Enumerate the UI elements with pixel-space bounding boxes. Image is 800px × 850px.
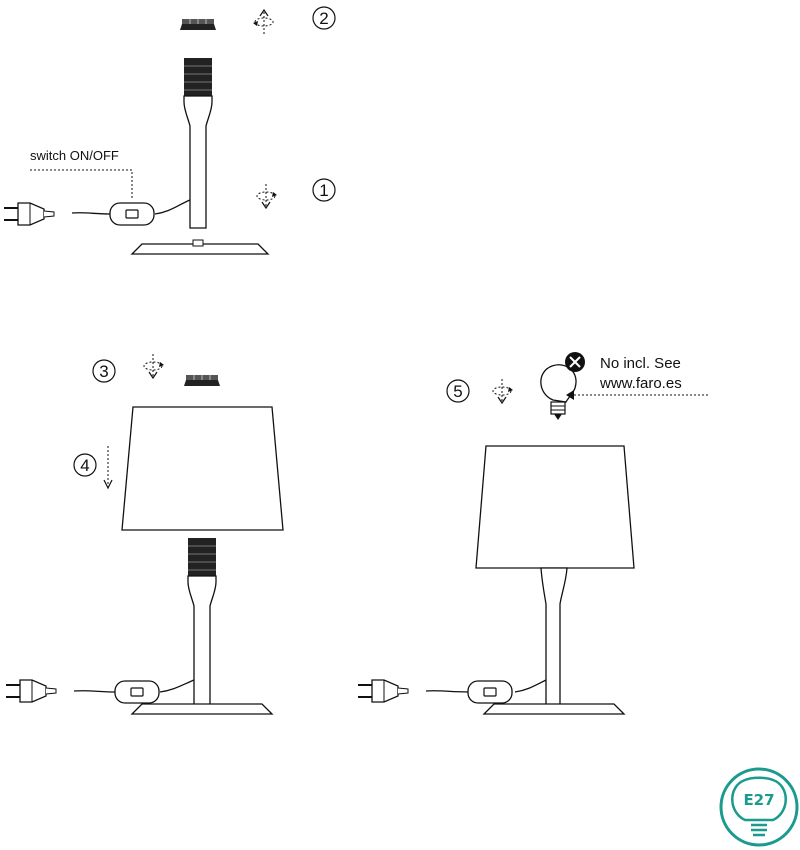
lamp-shade <box>475 445 635 569</box>
rotate-arrow-icon <box>256 183 278 209</box>
lamp-socket <box>183 57 213 97</box>
switch-label: switch ON/OFF <box>30 148 119 163</box>
step-4-label: 4 <box>80 456 89 475</box>
step-1-label: 1 <box>319 181 328 200</box>
bulb-note-line1: No incl. See <box>600 355 681 372</box>
plug-icon <box>357 679 409 703</box>
lamp-stem <box>183 95 213 229</box>
rotate-arrow-icon <box>252 9 274 35</box>
retaining-ring <box>179 18 217 31</box>
lamp-shade <box>121 406 284 531</box>
e27-bulb-icon: E27 <box>719 767 799 847</box>
lamp-stem <box>540 567 568 707</box>
lamp-base-assembly: switch ON/OFF 2 1 <box>3 6 336 255</box>
step-5-label: 5 <box>453 382 462 401</box>
lamp-base-plate <box>482 703 626 715</box>
lamp-base-plate <box>130 703 274 715</box>
no-symbol-icon <box>565 352 585 372</box>
switch-icon <box>467 680 513 704</box>
retaining-ring <box>183 374 221 387</box>
plug-icon <box>3 202 55 226</box>
switch-icon <box>114 680 160 704</box>
plug-icon <box>5 679 57 703</box>
lamp-socket <box>187 537 217 577</box>
switch-icon <box>109 202 155 226</box>
rotate-arrow-icon <box>143 353 165 379</box>
lamp-base-plate <box>130 243 270 255</box>
step-3-label: 3 <box>99 362 108 381</box>
e27-badge-text: E27 <box>743 791 774 809</box>
bulb-note-line2: www.faro.es <box>599 375 682 392</box>
lamp-stem <box>187 575 217 707</box>
completed-lamp-assembly: 5 No incl. See www.faro.es <box>357 352 708 715</box>
shade-mounting-assembly: 3 4 <box>5 353 284 715</box>
step-2-label: 2 <box>319 9 328 28</box>
rotate-arrow-icon <box>492 378 514 404</box>
